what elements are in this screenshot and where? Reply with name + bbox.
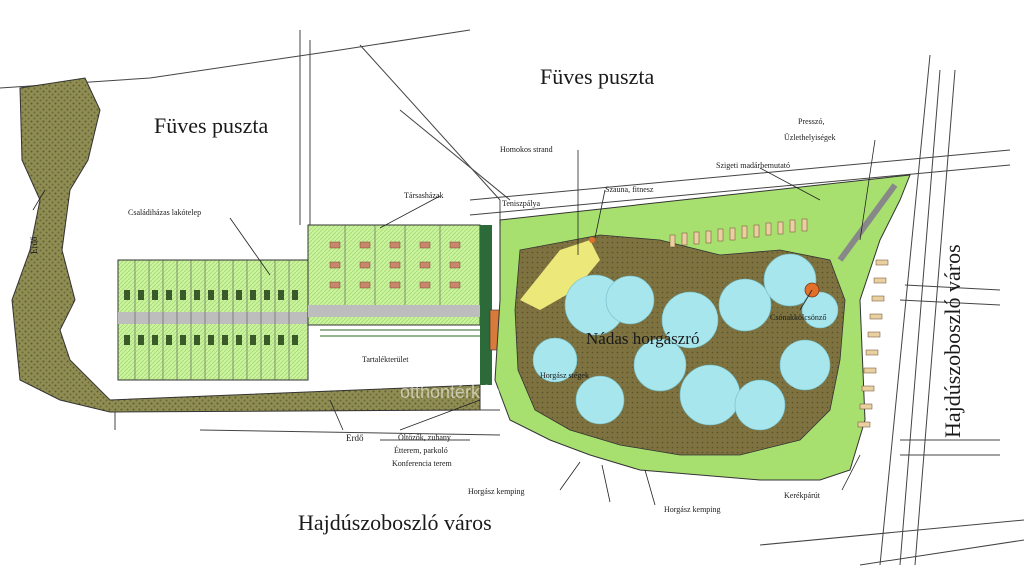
label-etterem-parkolo: Étterem, parkoló xyxy=(394,445,448,455)
label-nadas-horgaszto: Nádas horgászró xyxy=(586,329,699,348)
sauna-icon xyxy=(589,237,595,243)
label-oltozok-zuhany: Öltözők, zuhany xyxy=(398,433,451,442)
label-horgasz-kemping-1: Horgász kemping xyxy=(468,487,525,496)
forest-area xyxy=(11,77,481,413)
reserve-area xyxy=(330,345,480,380)
parking-rows xyxy=(320,329,480,337)
label-teniszpalya: Teniszpálya xyxy=(502,199,541,208)
sandy-beach xyxy=(520,240,600,310)
label-presszo: Presszó, xyxy=(798,117,824,126)
campsite-cabins xyxy=(857,259,889,428)
house-plots-top xyxy=(124,290,298,300)
condominium-buildings xyxy=(329,241,461,289)
label-konferencia-terem: Konferencia terem xyxy=(392,459,453,468)
label-erdo-bottom: Erdő xyxy=(346,433,364,443)
label-fuves-puszta-1: Füves puszta xyxy=(154,113,269,138)
tennis-court xyxy=(480,225,492,385)
label-homokos-strand: Homokos strand xyxy=(500,145,553,154)
label-csaladihazas-lakotelep: Családiházas lakótelep xyxy=(128,208,201,217)
label-erdo-left: Erdő xyxy=(29,236,39,254)
condo-road xyxy=(308,305,480,317)
label-csonakkolcsonzo: Csónakkölcsönző xyxy=(770,313,826,322)
leader-lines xyxy=(32,139,876,506)
label-szigeti-madarbemutato: Szigeti madárbemutató xyxy=(716,161,790,170)
condominium-dividers xyxy=(344,225,441,305)
label-szauna-fitnesz: Szauna, fitnesz xyxy=(605,185,654,194)
label-kerekparut: Kerékpárút xyxy=(784,491,821,500)
lake-water xyxy=(532,253,839,431)
label-horgasz-kemping-2: Horgász kemping xyxy=(664,505,721,514)
label-tartalekterulet: Tartalékterület xyxy=(362,355,409,364)
label-hajduszoboszlo-right: Hajdúszoboszló város xyxy=(940,244,965,438)
pier xyxy=(837,183,898,262)
label-hajduszoboszlo-bottom: Hajdúszoboszló város xyxy=(298,510,492,535)
estate-road xyxy=(118,312,318,324)
label-tarsashazak: Társasházak xyxy=(404,191,444,200)
label-fuves-puszta-2: Füves puszta xyxy=(540,64,655,89)
house-plots-bottom xyxy=(124,335,298,345)
bird-show-buildings xyxy=(669,218,808,248)
label-horgasz-stegek: Horgász stégek xyxy=(540,371,589,380)
plot-dividers xyxy=(134,260,290,380)
label-uzlethelyisegek: Üzlethelyiségek xyxy=(784,133,836,142)
watermark: otthontérkép xyxy=(400,382,500,402)
